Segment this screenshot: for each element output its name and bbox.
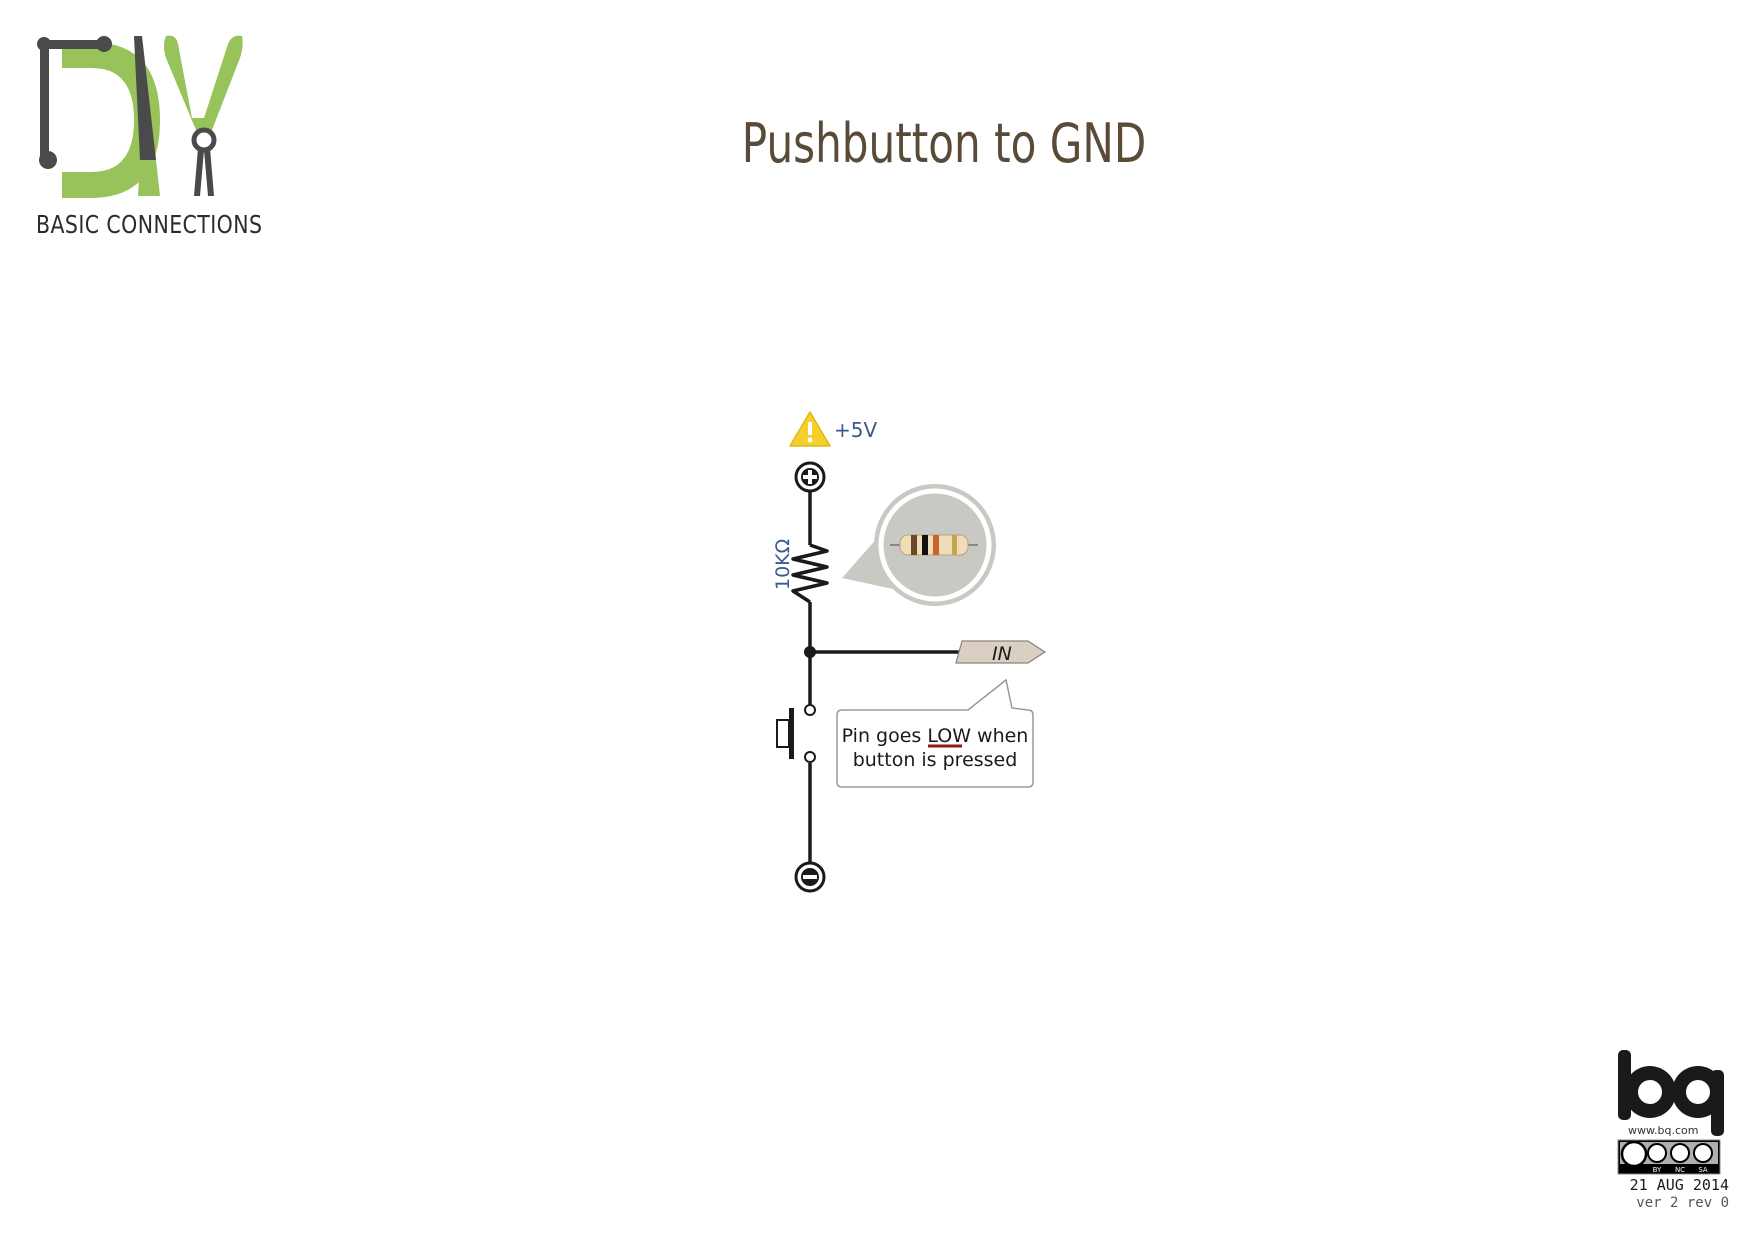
supply-label: +5V — [834, 418, 877, 442]
callout-line1-pre: Pin goes — [842, 725, 928, 747]
callout-text-line2: button is pressed — [853, 749, 1018, 771]
document-version: ver 2 rev 0 — [1636, 1195, 1729, 1211]
plus-terminal-icon — [794, 461, 826, 493]
resistor-symbol — [791, 543, 829, 604]
callout-line1-emph: LOW — [927, 725, 971, 747]
bq-logo — [1618, 1050, 1724, 1136]
callout-line1-post: when — [971, 725, 1028, 747]
cc-tag-by: BY — [1653, 1166, 1662, 1174]
cc-tag-sa: SA — [1698, 1166, 1708, 1174]
pin-label: IN — [992, 643, 1012, 665]
warning-icon — [789, 411, 831, 447]
resistor-label: 10KΩ — [772, 539, 794, 590]
callout-box — [836, 678, 1034, 788]
callout-text-line1: Pin goes LOW when — [842, 725, 1029, 747]
minus-terminal-icon — [794, 861, 826, 893]
page-title: Pushbutton to GND — [741, 112, 1147, 175]
brand-subtitle: BASIC CONNECTIONS — [36, 210, 263, 239]
resistor-icon — [890, 534, 978, 556]
cc-tag-nc: NC — [1675, 1166, 1685, 1174]
bq-url: www.bq.com — [1628, 1124, 1699, 1137]
cc-license-icon — [1617, 1139, 1721, 1175]
diy-logo — [37, 35, 243, 198]
document-date: 21 AUG 2014 — [1629, 1176, 1729, 1194]
junction-node — [804, 646, 816, 658]
pin-tag-in — [955, 640, 1047, 664]
pushbutton-icon — [776, 704, 816, 763]
